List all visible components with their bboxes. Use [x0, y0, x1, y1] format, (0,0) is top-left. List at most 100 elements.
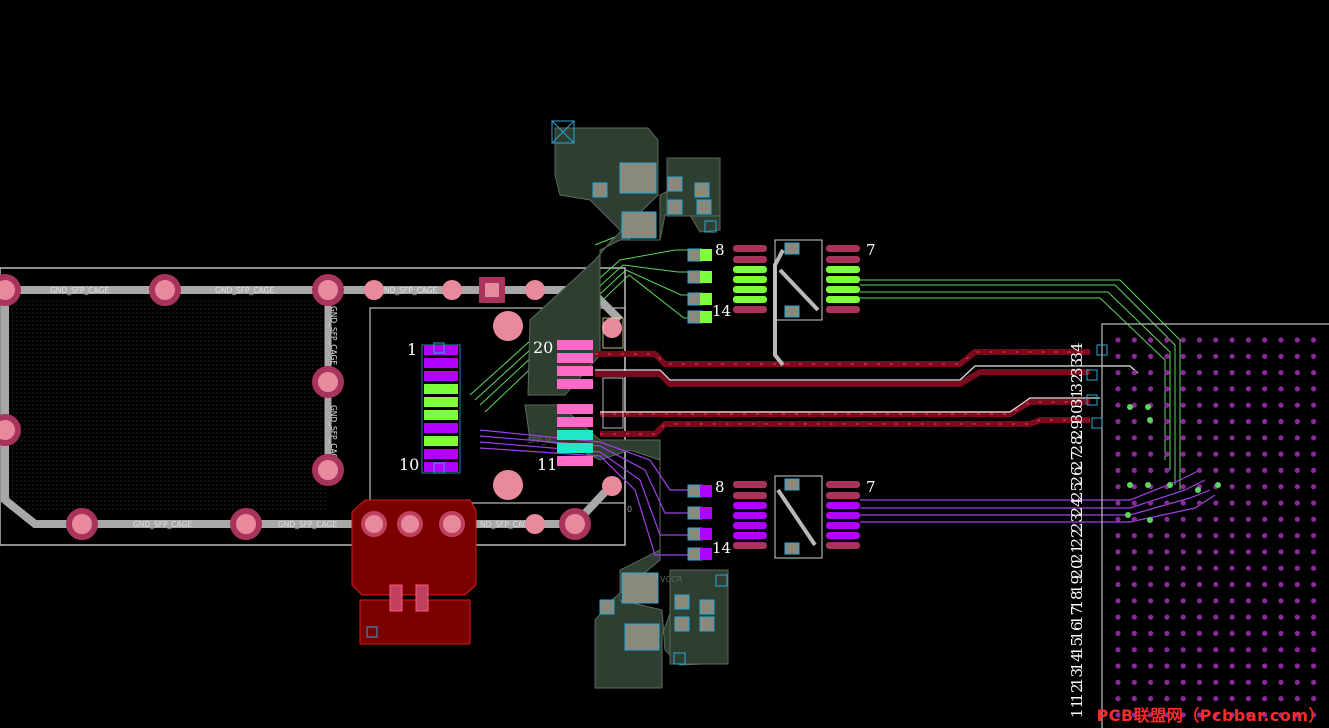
bga-ball[interactable]: [1278, 712, 1284, 718]
bga-ball[interactable]: [1196, 712, 1203, 718]
bga-ball[interactable]: [1131, 581, 1137, 588]
bga-ball[interactable]: [1115, 549, 1121, 555]
bga-ball[interactable]: [1148, 451, 1154, 457]
bga-ball[interactable]: [1311, 451, 1317, 457]
ic-top[interactable]: [687, 239, 860, 324]
bga-ball[interactable]: [1311, 370, 1317, 376]
bga-ball[interactable]: [1148, 337, 1154, 343]
bga-ball[interactable]: [1131, 337, 1137, 343]
bga-ball[interactable]: [1229, 451, 1235, 457]
bga-ball[interactable]: [1245, 614, 1251, 620]
bga-ball[interactable]: [1229, 630, 1235, 637]
bga-ball[interactable]: [1164, 565, 1170, 571]
bga-ball[interactable]: [1131, 402, 1137, 408]
bga-region[interactable]: [1101, 323, 1329, 728]
bga-ball[interactable]: [1148, 370, 1154, 376]
bga-ball[interactable]: [1213, 337, 1219, 343]
bga-ball[interactable]: [1148, 712, 1154, 718]
bga-ball[interactable]: [1213, 614, 1219, 620]
bga-ball[interactable]: [1115, 435, 1121, 441]
bga-ball[interactable]: [1245, 533, 1251, 539]
bga-ball[interactable]: [1245, 663, 1251, 669]
bga-ball[interactable]: [1294, 402, 1300, 408]
bga-ball[interactable]: [1196, 679, 1203, 685]
bga-ball[interactable]: [1262, 565, 1268, 571]
bga-ball[interactable]: [1196, 581, 1203, 588]
bga-ball[interactable]: [1262, 679, 1268, 685]
bga-ball[interactable]: [1229, 679, 1235, 685]
bga-ball[interactable]: [1115, 696, 1121, 702]
bga-ball[interactable]: [1262, 516, 1268, 522]
bga-ball[interactable]: [1164, 647, 1170, 653]
bga-ball[interactable]: [1213, 696, 1219, 702]
bga-ball[interactable]: [1115, 516, 1121, 522]
bga-ball[interactable]: [1311, 386, 1317, 392]
bga-ball[interactable]: [1196, 435, 1203, 441]
bga-ball[interactable]: [1262, 337, 1268, 343]
bga-ball[interactable]: [1245, 598, 1251, 604]
bga-ball[interactable]: [1245, 696, 1251, 702]
bga-ball[interactable]: [1278, 565, 1284, 571]
bga-ball[interactable]: [1229, 581, 1235, 588]
bga-ball[interactable]: [1229, 516, 1235, 522]
bga-ball[interactable]: [1164, 386, 1170, 392]
bga-ball[interactable]: [1148, 435, 1154, 441]
bga-ball[interactable]: [1213, 500, 1219, 506]
bga-ball[interactable]: [1180, 549, 1186, 555]
bga-ball[interactable]: [1245, 484, 1251, 490]
bga-ball[interactable]: [1278, 402, 1284, 408]
bga-ball[interactable]: [1164, 549, 1170, 555]
bga-ball[interactable]: [1278, 516, 1284, 522]
bga-ball[interactable]: [1245, 581, 1251, 588]
white-traces[interactable]: [595, 365, 1139, 413]
bga-ball[interactable]: [1311, 712, 1317, 718]
bga-ball[interactable]: [1294, 663, 1300, 669]
bga-ball[interactable]: [1180, 516, 1186, 522]
bga-ball[interactable]: [1294, 712, 1300, 718]
bga-ball[interactable]: [1278, 386, 1284, 392]
bga-ball[interactable]: [1213, 370, 1219, 376]
bga-ball[interactable]: [1245, 647, 1251, 653]
bga-ball[interactable]: [1245, 549, 1251, 555]
bga-ball[interactable]: [1262, 614, 1268, 620]
bga-ball[interactable]: [1294, 533, 1300, 539]
bga-ball[interactable]: [1148, 679, 1154, 685]
bga-ball[interactable]: [1148, 647, 1154, 653]
bga-ball[interactable]: [1311, 696, 1317, 702]
bga-ball[interactable]: [1213, 581, 1219, 588]
bga-ball[interactable]: [1164, 614, 1170, 620]
bga-ball[interactable]: [1213, 630, 1219, 637]
bga-ball[interactable]: [1278, 630, 1284, 637]
bga-ball[interactable]: [1311, 500, 1317, 506]
bga-ball[interactable]: [1180, 500, 1186, 506]
bga-ball[interactable]: [1115, 370, 1121, 376]
bga-ball[interactable]: [1294, 647, 1300, 653]
bga-ball[interactable]: [1131, 679, 1137, 685]
bga-ball[interactable]: [1229, 696, 1235, 702]
bga-ball[interactable]: [1245, 402, 1251, 408]
bga-ball[interactable]: [1294, 484, 1300, 490]
bga-ball[interactable]: [1311, 565, 1317, 571]
bga-ball[interactable]: [1180, 581, 1186, 588]
bga-ball[interactable]: [1245, 337, 1251, 343]
bga-ball[interactable]: [1278, 435, 1284, 441]
bga-ball[interactable]: [1196, 402, 1203, 408]
bga-ball[interactable]: [1213, 402, 1219, 408]
bga-ball[interactable]: [1148, 500, 1154, 506]
bga-ball[interactable]: [1294, 500, 1300, 506]
bga-ball[interactable]: [1131, 451, 1137, 457]
bga-ball[interactable]: [1213, 451, 1219, 457]
bga-ball[interactable]: [1213, 435, 1219, 441]
bga-ball[interactable]: [1262, 581, 1268, 588]
bga-ball[interactable]: [1311, 581, 1317, 588]
bga-ball[interactable]: [1294, 565, 1300, 571]
bga-ball[interactable]: [1213, 418, 1219, 425]
bga-ball[interactable]: [1196, 451, 1203, 457]
bga-ball[interactable]: [1131, 630, 1137, 637]
bga-ball[interactable]: [1131, 418, 1137, 425]
bga-ball[interactable]: [1311, 435, 1317, 441]
bga-ball[interactable]: [1278, 549, 1284, 555]
bga-ball[interactable]: [1196, 500, 1203, 506]
purple-traces[interactable]: [479, 429, 1216, 556]
